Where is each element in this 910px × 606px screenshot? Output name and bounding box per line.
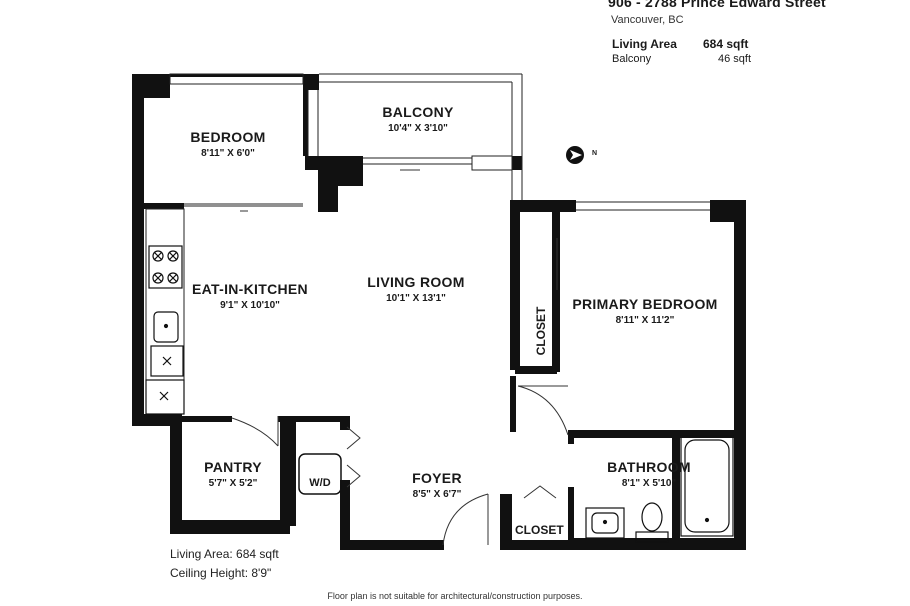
dishwasher-icon — [150, 345, 184, 377]
room-foyer: FOYER 8'5" X 6'7" — [392, 470, 482, 500]
wall-foyer-bottom — [340, 540, 444, 550]
entry-door-swing — [442, 493, 489, 546]
washer-dryer-box — [298, 453, 342, 495]
bath-sink-icon — [585, 507, 625, 539]
property-city: Vancouver, BC — [611, 14, 684, 26]
wall-pillar-top — [303, 74, 319, 90]
room-name: PANTRY — [204, 459, 262, 475]
wall-primary-top-left — [510, 200, 576, 212]
room-balcony: BALCONY 10'4" X 3'10" — [358, 104, 478, 134]
room-dims: 8'1" X 5'10" — [621, 478, 677, 489]
room-name: BEDROOM — [190, 129, 266, 145]
room-dims: 9'1" X 10'10" — [220, 300, 280, 311]
footer-ceiling-height: Ceiling Height: 8'9" — [170, 566, 272, 580]
washer-dryer-label: W/D — [309, 477, 331, 489]
wall-left — [132, 74, 144, 426]
room-dims: 8'11" X 11'2" — [615, 315, 675, 326]
living-area-label: Living Area — [612, 37, 677, 51]
fridge-icon — [145, 379, 185, 415]
wd-bifold-top — [346, 426, 361, 450]
room-dims: 5'7" X 5'2" — [208, 478, 258, 489]
room-living: LIVING ROOM 10'1" X 13'1" — [356, 274, 476, 304]
wall-right — [734, 200, 746, 550]
closet-label-bath: CLOSET — [515, 523, 564, 537]
room-kitchen: EAT-IN-KITCHEN 9'1" X 10'10" — [180, 281, 320, 311]
wall-corner-nw — [132, 74, 170, 98]
room-bathroom: BATHROOM 8'1" X 5'10" — [596, 459, 702, 489]
disclaimer: Floor plan is not suitable for architect… — [327, 591, 583, 601]
pantry-door-swing — [231, 417, 279, 447]
bathtub-icon — [680, 435, 734, 537]
compass-icon — [566, 146, 584, 164]
kitchen-sink-icon — [153, 311, 179, 343]
property-address: 906 - 2788 Prince Edward Street — [608, 0, 826, 10]
closet-bifold — [523, 485, 557, 499]
room-dims: 10'1" X 13'1" — [386, 293, 446, 304]
living-area-value: 684 sqft — [703, 37, 749, 51]
room-dims: 10'4" X 3'10" — [388, 123, 448, 134]
room-name: PRIMARY BEDROOM — [572, 296, 718, 312]
room-primary-bedroom: PRIMARY BEDROOM 8'11" X 11'2" — [560, 296, 730, 326]
room-name: EAT-IN-KITCHEN — [192, 281, 308, 297]
compass-label: N — [592, 150, 598, 157]
room-name: BALCONY — [382, 104, 454, 120]
balcony-area-value: 46 sqft — [718, 53, 752, 65]
room-pantry: PANTRY 5'7" X 5'2" — [188, 459, 278, 489]
balcony-area-label: Balcony — [612, 53, 652, 65]
stove-icon — [148, 245, 183, 289]
wd-bifold-bottom — [346, 464, 361, 488]
bath-door-swing — [517, 385, 569, 436]
room-dims: 8'5" X 6'7" — [412, 489, 462, 500]
room-name: LIVING ROOM — [367, 274, 465, 290]
room-name: BATHROOM — [607, 459, 691, 475]
wall-pantry-bottom — [170, 520, 290, 534]
closet-label-primary: CLOSET — [534, 306, 548, 356]
room-dims: 8'11" X 6'0" — [201, 148, 255, 159]
room-bedroom: BEDROOM 8'11" X 6'0" — [178, 129, 278, 159]
room-name: FOYER — [412, 470, 462, 486]
toilet-icon — [635, 502, 669, 543]
footer-living-area: Living Area: 684 sqft — [170, 547, 279, 561]
